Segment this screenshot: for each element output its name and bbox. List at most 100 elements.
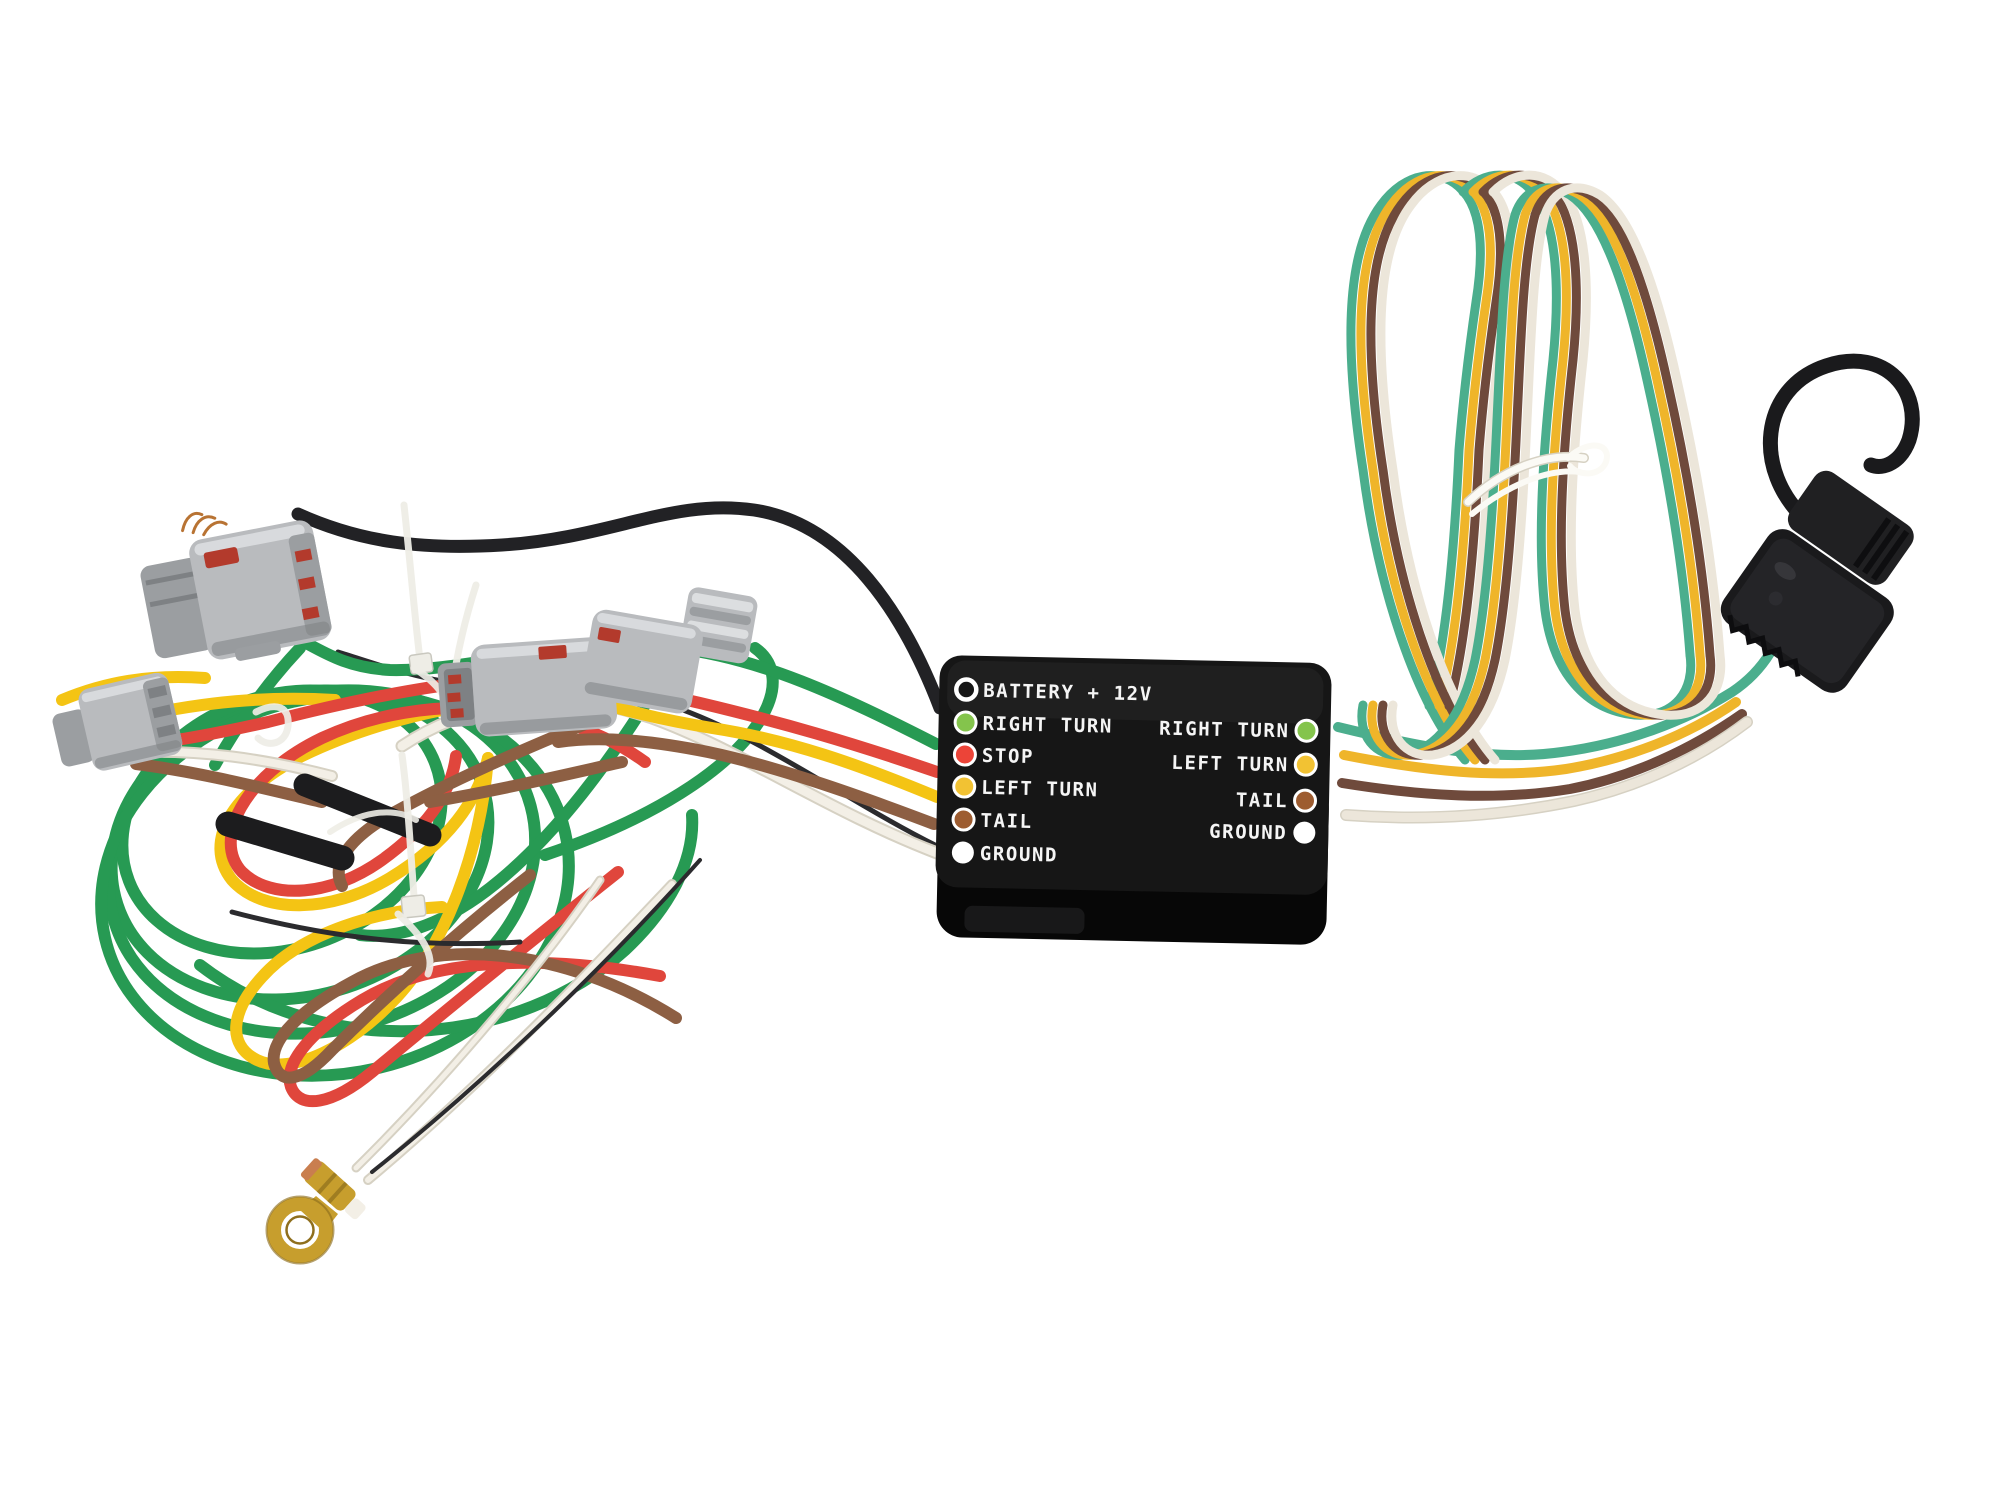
box-top-face bbox=[935, 655, 1332, 895]
box-port-left-turn-in: LEFT TURN bbox=[952, 774, 1099, 801]
port-label: TAIL bbox=[980, 810, 1033, 833]
box-port-tail-in: TAIL bbox=[951, 807, 1033, 833]
port-label: RIGHT TURN bbox=[1159, 718, 1290, 743]
flat-white-wire bbox=[1341, 717, 1752, 822]
ring-hole-edge bbox=[285, 1215, 315, 1245]
zip-tie-tail bbox=[398, 751, 418, 900]
box-port-battery: BATTERY + 12V bbox=[954, 677, 1153, 706]
port-label: TAIL bbox=[1236, 789, 1289, 812]
trailer-connector-4flat bbox=[1720, 353, 1920, 693]
box-port-ground-in: GROUND bbox=[951, 841, 1058, 867]
cap-rib bbox=[1871, 529, 1910, 581]
splices-and-ties bbox=[215, 501, 480, 978]
nose-rib bbox=[691, 592, 754, 613]
box-port-stop-in: STOP bbox=[952, 742, 1035, 768]
copper-band bbox=[300, 1158, 322, 1181]
barrel-seam bbox=[316, 1172, 338, 1195]
thin-black-wire bbox=[370, 858, 702, 1174]
indicator-dot bbox=[952, 774, 977, 799]
port-label: RIGHT TURN bbox=[982, 713, 1113, 738]
oem-connector-b bbox=[52, 672, 183, 771]
indicator-dot bbox=[1294, 718, 1319, 743]
indicator-dot bbox=[1293, 821, 1316, 844]
red-seal-window bbox=[203, 547, 240, 569]
copper-strand bbox=[202, 520, 228, 537]
ring-terminal bbox=[265, 1158, 366, 1265]
flat-yellow-wire bbox=[1339, 697, 1741, 779]
red-wire-loop bbox=[283, 866, 666, 1108]
grip-teeth bbox=[1727, 614, 1801, 677]
connector-cap bbox=[1787, 470, 1914, 585]
wire-insulation-tip bbox=[344, 1198, 366, 1220]
nose-rib bbox=[687, 620, 749, 639]
body-highlight bbox=[1774, 562, 1796, 580]
brown-wire-loop bbox=[267, 869, 682, 1084]
box-gloss bbox=[947, 660, 1324, 724]
indicator-dot bbox=[952, 742, 977, 767]
connector-body bbox=[470, 636, 618, 737]
connector-shadow bbox=[584, 682, 688, 711]
connector-shadow bbox=[479, 714, 612, 735]
body-inner bbox=[1730, 538, 1885, 684]
indicator-dot bbox=[951, 807, 976, 832]
black-battery-cable bbox=[291, 501, 947, 715]
port-label: STOP bbox=[982, 745, 1035, 768]
oem-connector-d bbox=[581, 587, 758, 714]
oem-connector-c bbox=[437, 636, 618, 737]
body-dimple bbox=[1768, 591, 1783, 606]
brown-wire bbox=[424, 756, 628, 808]
indicator-dot bbox=[951, 841, 974, 864]
twist-tie-hook bbox=[1565, 442, 1610, 477]
connector-highlight bbox=[81, 676, 163, 703]
port-label: GROUND bbox=[1209, 821, 1288, 845]
pin-seal bbox=[447, 692, 461, 703]
yellow-wire-loop bbox=[230, 752, 494, 1071]
connector-shadow bbox=[94, 740, 182, 769]
box-port-left-turn-out: LEFT TURN bbox=[1171, 752, 1318, 777]
connector-highlight bbox=[194, 524, 305, 556]
green-wire bbox=[354, 694, 654, 942]
flat-cable-hank bbox=[1351, 175, 1721, 760]
red-seal-window bbox=[597, 626, 621, 643]
thin-black-wire bbox=[229, 909, 523, 947]
connector-shadow bbox=[211, 621, 331, 657]
pin-seal bbox=[301, 606, 320, 621]
zip-tie-head bbox=[400, 894, 427, 919]
port-label: LEFT TURN bbox=[981, 777, 1099, 801]
pin-seal bbox=[294, 548, 313, 563]
connector-highlight bbox=[476, 641, 599, 659]
connector-rib bbox=[149, 592, 202, 608]
indicator-dot bbox=[1293, 788, 1318, 813]
box-port-ground-out: GROUND bbox=[1209, 821, 1316, 845]
converter-box: BATTERY + 12V RIGHT TURN STOP LEFT TURN … bbox=[935, 655, 1332, 945]
zip-tie-band bbox=[394, 910, 434, 978]
port-label: BATTERY + 12V bbox=[983, 680, 1153, 706]
pin-seal bbox=[298, 576, 316, 591]
connector-housing bbox=[1720, 470, 1914, 693]
terminal-ring bbox=[267, 1197, 333, 1263]
connector-highlight bbox=[597, 612, 696, 639]
brown-tail-wire bbox=[552, 733, 940, 830]
indicator-ring bbox=[954, 677, 979, 702]
zip-tie-band bbox=[252, 703, 292, 747]
pin-seal bbox=[447, 674, 462, 685]
box-port-right-turn-out: RIGHT TURN bbox=[1159, 718, 1319, 743]
flat-brown-wire bbox=[1337, 709, 1747, 801]
connector-rib bbox=[145, 570, 198, 586]
white-ground-wire bbox=[353, 877, 603, 1171]
ground-lead-wires bbox=[229, 858, 702, 1185]
dust-cap-strap bbox=[1762, 353, 1920, 528]
ring-outer-edge bbox=[265, 1195, 335, 1265]
barrel bbox=[304, 1161, 356, 1211]
heat-shrink-splice bbox=[215, 811, 355, 871]
box-port-right-turn-in: RIGHT TURN bbox=[953, 710, 1113, 738]
pin-seal bbox=[450, 708, 464, 719]
indicator-dot bbox=[1293, 752, 1318, 777]
cap-rib bbox=[1853, 517, 1892, 569]
twist-tie bbox=[1469, 468, 1583, 517]
crimp-barrel bbox=[300, 1158, 366, 1220]
wire-slot bbox=[151, 704, 172, 719]
indicator-dot bbox=[953, 710, 978, 735]
